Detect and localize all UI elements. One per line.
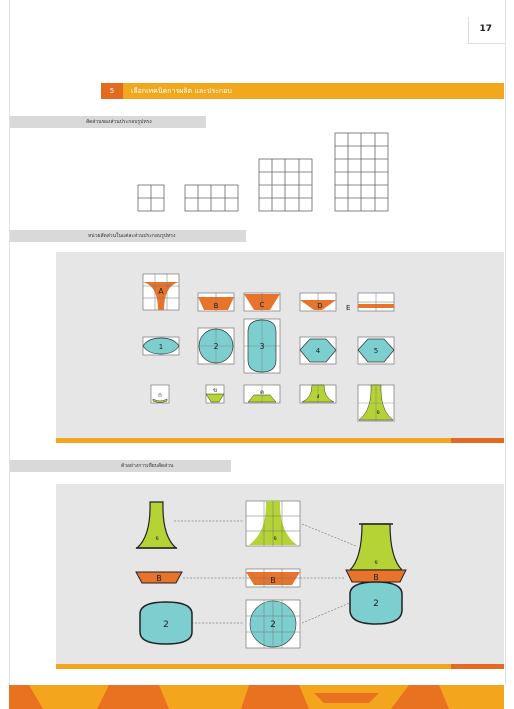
shape-C: C bbox=[243, 292, 281, 312]
shape-units-diagram: A B C D E bbox=[142, 273, 395, 422]
subheading-units-text: หน่วยสัดส่วนในแต่ละส่วนประกอบรูปทรง bbox=[88, 233, 176, 239]
grid-4x2 bbox=[184, 184, 239, 212]
shape-label-2: 2 bbox=[213, 342, 218, 351]
shape-E: E bbox=[346, 292, 395, 312]
shape-4: 4 bbox=[299, 336, 337, 365]
assembled-collar-label: B bbox=[373, 573, 379, 582]
example-collar-grid: B bbox=[245, 568, 301, 588]
example-body-label: 2 bbox=[163, 620, 169, 630]
page-number: 17 bbox=[479, 24, 492, 34]
footer-band bbox=[9, 685, 504, 709]
shape-ngo: ง bbox=[299, 384, 337, 404]
grid-proportion-diagram bbox=[137, 132, 389, 212]
subheading-units: หน่วยสัดส่วนในแต่ละส่วนประกอบรูปทรง bbox=[10, 230, 246, 242]
panel-band-orange-1 bbox=[56, 438, 451, 443]
section-number: 5 bbox=[101, 83, 123, 99]
shape-label-3: 3 bbox=[259, 342, 264, 351]
panel-band-orange-2 bbox=[56, 664, 451, 669]
shape-A: A bbox=[142, 273, 180, 311]
shape-label-ko: ก bbox=[158, 392, 162, 399]
assembled-vase: จ B 2 bbox=[345, 523, 407, 625]
shape-1: 1 bbox=[142, 336, 180, 356]
shape-5: 5 bbox=[357, 336, 395, 365]
grid-2x2 bbox=[137, 184, 165, 212]
shape-label-B: B bbox=[214, 302, 219, 310]
example-body-grid-label: 2 bbox=[270, 620, 276, 630]
shape-label-1: 1 bbox=[159, 343, 163, 351]
page-number-tab bbox=[468, 17, 505, 44]
shape-cho: จ bbox=[357, 384, 395, 422]
shape-label-D: D bbox=[317, 302, 322, 310]
shape-3: 3 bbox=[243, 318, 281, 374]
example-neck-grid-label: จ bbox=[273, 535, 277, 542]
shape-kho-khwai: ค bbox=[243, 384, 281, 404]
subheading-example: ตัวอย่างการเทียบสัดส่วน bbox=[10, 460, 231, 472]
footer-pattern bbox=[9, 685, 504, 709]
example-collar-shape: B bbox=[135, 571, 183, 584]
grid-4x6 bbox=[334, 132, 389, 212]
example-body-shape: 2 bbox=[139, 601, 193, 645]
shape-kho: ข bbox=[205, 384, 225, 404]
shape-label-kho: ข bbox=[213, 387, 217, 394]
shape-ko: ก bbox=[150, 384, 170, 404]
panel-band-red-2 bbox=[451, 664, 504, 669]
subheading-grid-proportion-text: สัดส่วนของส่วนประกอบรูปทรง bbox=[86, 119, 152, 125]
panel-band-red-1 bbox=[451, 438, 504, 443]
example-diagram: จ B 2 จ B bbox=[135, 500, 407, 649]
shape-label-5: 5 bbox=[374, 347, 378, 355]
example-body-grid: 2 bbox=[245, 599, 301, 649]
shape-label-cho: จ bbox=[376, 409, 380, 416]
shape-2: 2 bbox=[197, 327, 235, 365]
subheading-example-text: ตัวอย่างการเทียบสัดส่วน bbox=[121, 463, 174, 469]
example-neck-label: จ bbox=[155, 535, 159, 542]
assembled-body-label: 2 bbox=[373, 599, 379, 609]
section-title: เลือกเทคนิคการผลิต และประกอบ bbox=[131, 87, 232, 95]
shape-label-4: 4 bbox=[316, 347, 321, 355]
section-header-bar bbox=[101, 83, 504, 99]
example-collar-grid-label: B bbox=[270, 576, 276, 585]
example-neck-shape: จ bbox=[135, 501, 178, 549]
shape-label-kho-khwai: ค bbox=[260, 389, 264, 396]
shape-label-A: A bbox=[158, 287, 164, 296]
connector-lines bbox=[174, 520, 357, 624]
page-border bbox=[9, 0, 506, 685]
assembled-neck-label: จ bbox=[374, 559, 378, 566]
example-collar-label: B bbox=[156, 574, 162, 583]
shape-label-ngo: ง bbox=[317, 393, 320, 400]
example-neck-grid: จ bbox=[245, 500, 301, 547]
shape-B: B bbox=[197, 292, 235, 312]
shape-D: D bbox=[299, 292, 337, 312]
grid-4x4 bbox=[258, 158, 313, 212]
shape-label-E: E bbox=[346, 304, 350, 312]
shape-label-C: C bbox=[260, 301, 265, 309]
subheading-grid-proportion: สัดส่วนของส่วนประกอบรูปทรง bbox=[10, 116, 206, 128]
